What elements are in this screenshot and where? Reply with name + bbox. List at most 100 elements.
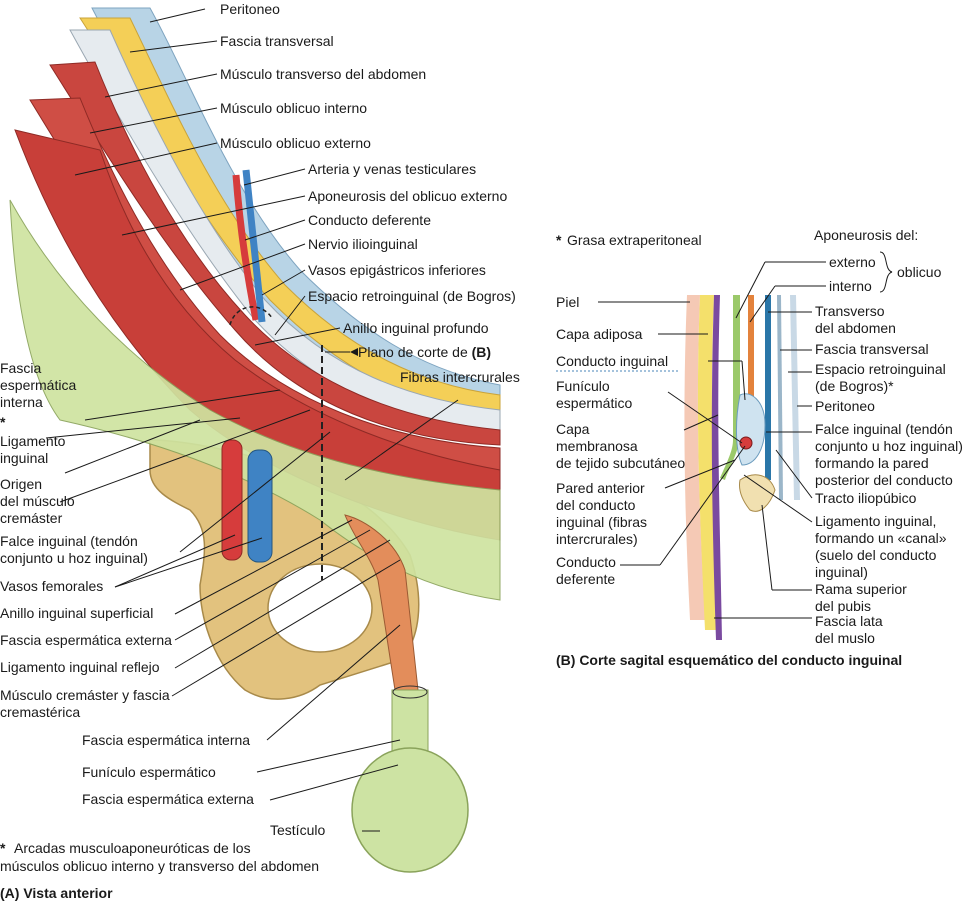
label-arteria-venas: Arteria y venas testiculares: [308, 161, 476, 177]
label-plano-corte: Plano de corte de (B): [358, 344, 491, 360]
label-transverso: Músculo transverso del abdomen: [220, 66, 426, 82]
label-espacio-2: (de Bogros)*: [815, 378, 894, 394]
label-fascia-esp-int-1: Fascia: [0, 360, 41, 376]
label-oblicuo: oblicuo: [897, 264, 942, 280]
footnote-line-1: Arcadas musculoaponeuróticas de los: [14, 840, 251, 856]
label-ligamento-2: inguinal: [0, 450, 48, 466]
label-oblicuo-externo: Músculo oblicuo externo: [220, 135, 371, 151]
label-grasa-star: *: [556, 232, 562, 248]
testis: [351, 747, 469, 873]
label-rama-2: del pubis: [815, 598, 871, 614]
label-fascia-esp-int-2: espermática: [0, 377, 76, 393]
footnote-line-2: músculos oblicuo interno y transverso de…: [0, 858, 319, 874]
testicular-vessels: [232, 174, 260, 321]
label-nervio: Nervio ilioinguinal: [308, 236, 418, 252]
label-cremaster-1: Músculo cremáster y fascia: [0, 687, 170, 703]
label-pared-2: del conducto: [556, 497, 636, 513]
label-origen-3: cremáster: [0, 510, 63, 526]
leader-lines: [45, 8, 826, 832]
label-espacio-retro: Espacio retroinguinal (de Bogros): [308, 288, 516, 304]
label-cremaster-2: cremastérica: [0, 704, 80, 720]
footnote-star: *: [0, 840, 6, 856]
label-funiculo-1: Funículo: [556, 378, 610, 394]
label-capa-1: Capa: [556, 421, 590, 437]
label-conducto-def-1: Conducto: [556, 554, 616, 570]
label-piel: Piel: [556, 294, 579, 310]
label-transverso-2: del abdomen: [815, 320, 896, 336]
caption-a: (A) Vista anterior: [0, 885, 113, 901]
panel-a-illustration: [9, 7, 501, 873]
label-interno: interno: [829, 278, 872, 294]
vas-deferens-b: [739, 436, 753, 450]
transversus-layer-b: [765, 295, 771, 480]
inguinal-canal-b: [735, 393, 766, 466]
label-capa-3: de tejido subcutáneo: [556, 455, 685, 471]
label-transverso-1: Transverso: [815, 303, 885, 319]
label-pared-3: inguinal (fibras: [556, 514, 647, 530]
testicular-veins: [242, 169, 266, 323]
label-capa-2: membranosa: [556, 438, 638, 454]
label-externo: externo: [829, 254, 876, 270]
label-espacio-1: Espacio retroinguinal: [815, 361, 946, 377]
label-falce-2: conjunto u hoz inguinal): [0, 550, 148, 566]
arrow-plane-icon: [350, 348, 358, 356]
label-conducto-def-2: deferente: [556, 571, 615, 587]
label-fascia-esp-int-b: Fascia espermática interna: [82, 732, 250, 748]
fascia-transversalis-layer: [69, 29, 501, 431]
fascia-transversalis-b: [777, 295, 783, 500]
cord-ring: [392, 685, 428, 699]
pubic-ramus-b: [739, 474, 776, 512]
label-conducto-deferente: Conducto deferente: [308, 212, 431, 228]
label-capa-adiposa: Capa adiposa: [556, 326, 643, 342]
label-pared-1: Pared anterior: [556, 480, 645, 496]
transversus-muscle: [49, 61, 501, 446]
label-vasos-femorales: Vasos femorales: [0, 578, 103, 594]
label-falce-b-2: conjunto u hoz inguinal): [815, 438, 963, 454]
label-anillo-profundo: Anillo inguinal profundo: [343, 320, 489, 336]
label-fascia-lata-2: del muslo: [815, 630, 875, 646]
label-fascia-lata-1: Fascia lata: [815, 613, 883, 629]
panel-a-labels: Peritoneo Fascia transversal Músculo tra…: [0, 1, 520, 901]
label-funiculo-2: espermático: [556, 395, 632, 411]
label-lig-b-2: formando un «canal»: [815, 530, 947, 546]
panel-b-illustration: [684, 295, 800, 640]
label-falce-1: Falce inguinal (tendón: [0, 533, 138, 549]
caption-b: (B) Corte sagital esquemático del conduc…: [556, 652, 902, 668]
external-oblique-aponeurosis: [9, 199, 501, 601]
label-fascia-transversal: Fascia transversal: [220, 33, 334, 49]
label-fascia-esp-ext: Fascia espermática externa: [0, 632, 172, 648]
peritoneum-b: [790, 295, 800, 500]
label-falce-b-3: formando la pared: [815, 455, 929, 471]
femoral-artery: [221, 439, 243, 561]
label-lig-b-4: inguinal): [815, 564, 868, 580]
label-falce-b-4: posterior del conducto: [815, 472, 953, 488]
label-origen-2: del músculo: [0, 493, 75, 509]
label-origen-1: Origen: [0, 476, 42, 492]
label-peritoneo-b: Peritoneo: [815, 398, 875, 414]
label-testiculo: Testículo: [270, 822, 325, 838]
label-fascia-transversal-b: Fascia transversal: [815, 341, 929, 357]
label-lig-b-3: (suelo del conducto: [815, 547, 937, 563]
skin-layer-b: [684, 295, 705, 620]
label-fibras: Fibras intercrurales: [400, 369, 520, 385]
label-peritoneo: Peritoneo: [220, 1, 280, 17]
label-rama-1: Rama superior: [815, 581, 907, 597]
label-funiculo: Funículo espermático: [82, 764, 216, 780]
label-star-a: *: [0, 414, 6, 430]
label-aponeurosis-del: Aponeurosis del:: [814, 227, 918, 243]
label-tracto: Tracto iliopúbico: [815, 490, 917, 506]
label-lig-b-1: Ligamento inguinal,: [815, 513, 936, 529]
label-fascia-esp-int-3: interna: [0, 394, 43, 410]
label-pared-4: intercrurales): [556, 531, 638, 547]
oblique-brace: [879, 251, 893, 293]
panel-b-labels: * Grasa extraperitoneal Aponeurosis del:…: [556, 227, 963, 668]
femoral-vein: [247, 449, 273, 563]
label-vasos-epi: Vasos epigástricos inferiores: [308, 262, 486, 278]
label-ligamento-1: Ligamento: [0, 433, 66, 449]
label-falce-b-1: Falce inguinal (tendón: [815, 421, 953, 437]
label-aponeurosis-oe: Aponeurosis del oblicuo externo: [308, 188, 507, 204]
label-conducto-inguinal: Conducto inguinal: [556, 353, 668, 369]
label-grasa: Grasa extraperitoneal: [567, 232, 702, 248]
io-layer-b: [748, 295, 754, 400]
